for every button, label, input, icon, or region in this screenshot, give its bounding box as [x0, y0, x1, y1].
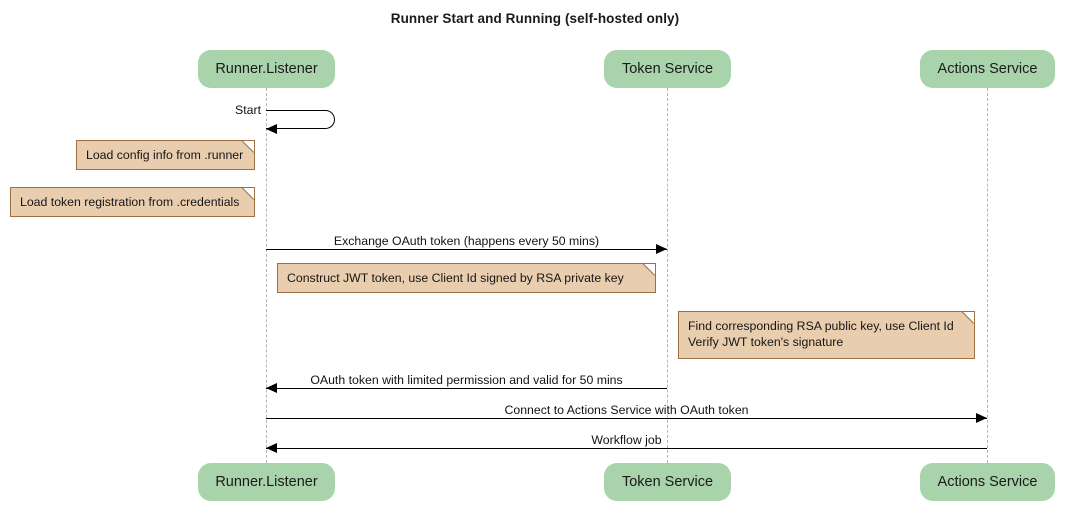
note-load-token-registration: Load token registration from .credential… — [10, 187, 255, 217]
participant-label: Actions Service — [937, 474, 1038, 490]
message-label-start: Start — [235, 103, 261, 117]
participant-label: Token Service — [621, 474, 714, 490]
message-label-oauth-token-return: OAuth token with limited permission and … — [310, 373, 623, 387]
note-text: Load config info from .runner — [86, 148, 244, 162]
note-construct-jwt-token: Construct JWT token, use Client Id signe… — [277, 263, 656, 293]
message-line-oauth-token-return — [266, 388, 667, 389]
arrow-head-start — [266, 124, 277, 134]
message-label-exchange-oauth-token: Exchange OAuth token (happens every 50 m… — [333, 234, 600, 248]
lifeline-token — [667, 88, 668, 463]
message-line-connect-actions-service — [266, 418, 987, 419]
arrow-head-connect-actions-service — [976, 413, 987, 423]
note-text: Construct JWT token, use Client Id signe… — [287, 271, 624, 285]
participant-runner-bottom[interactable]: Runner.Listener — [198, 463, 335, 501]
arrow-head-workflow-job — [266, 443, 277, 453]
message-line-workflow-job — [266, 448, 987, 449]
arrow-head-oauth-token-return — [266, 383, 277, 393]
participant-token-top[interactable]: Token Service — [604, 50, 731, 88]
note-fold-icon — [243, 187, 255, 199]
message-label-connect-actions-service: Connect to Actions Service with OAuth to… — [504, 403, 749, 417]
participant-label: Runner.Listener — [215, 474, 318, 490]
participant-label: Token Service — [621, 61, 714, 77]
note-fold-icon — [644, 263, 656, 275]
participant-actions-top[interactable]: Actions Service — [920, 50, 1055, 88]
lifeline-runner — [266, 88, 267, 463]
note-verify-jwt-signature: Find corresponding RSA public key, use C… — [678, 311, 975, 359]
message-line-exchange-oauth-token — [266, 249, 667, 250]
diagram-title: Runner Start and Running (self-hosted on… — [390, 11, 680, 26]
message-label-workflow-job: Workflow job — [591, 433, 662, 447]
self-message-loop-start — [266, 110, 335, 129]
note-text: Load token registration from .credential… — [20, 195, 240, 209]
participant-label: Runner.Listener — [215, 61, 318, 77]
note-load-config: Load config info from .runner — [76, 140, 255, 170]
participant-token-bottom[interactable]: Token Service — [604, 463, 731, 501]
participant-runner-top[interactable]: Runner.Listener — [198, 50, 335, 88]
note-text: Find corresponding RSA public key, use C… — [688, 319, 954, 349]
lifeline-actions — [987, 88, 988, 463]
arrow-head-exchange-oauth-token — [656, 244, 667, 254]
note-fold-icon — [963, 311, 975, 323]
participant-actions-bottom[interactable]: Actions Service — [920, 463, 1055, 501]
participant-label: Actions Service — [937, 61, 1038, 77]
note-fold-icon — [243, 140, 255, 152]
